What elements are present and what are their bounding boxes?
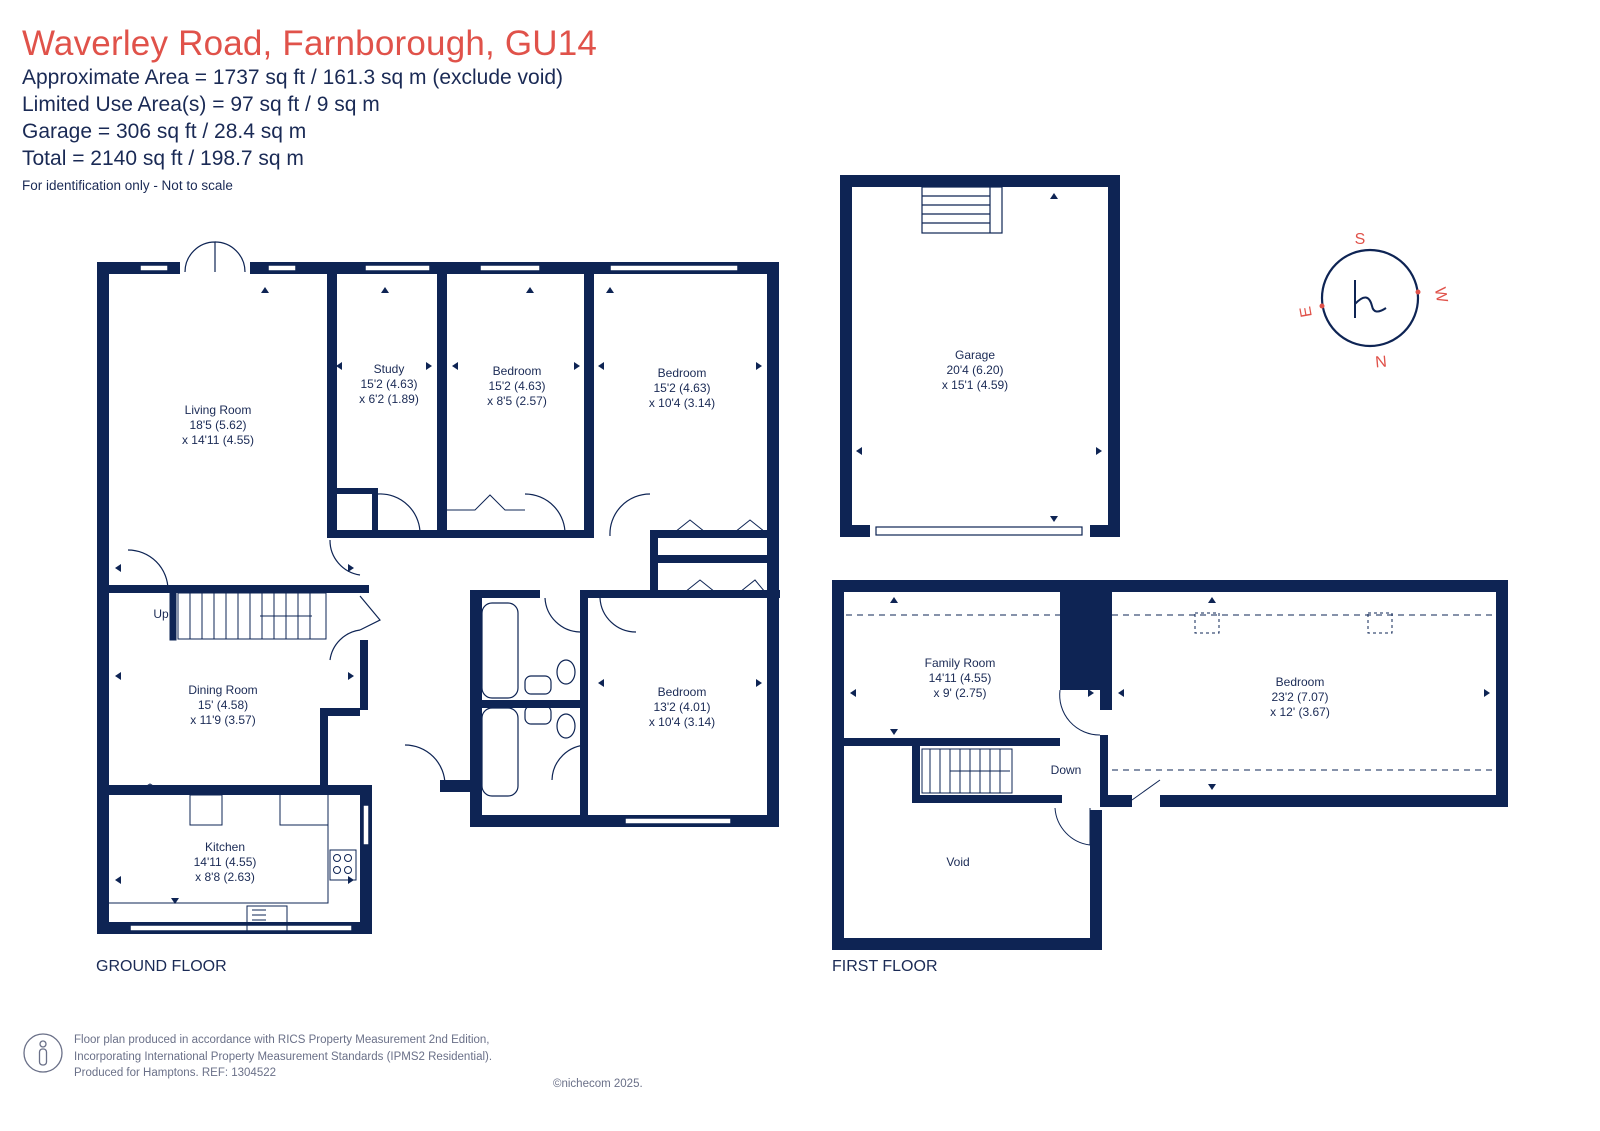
bathroom-fixtures bbox=[481, 602, 578, 797]
room-labels: Living Room 18'5 (5.62) x 14'11 (4.55) S… bbox=[153, 348, 1330, 884]
bedroom-3-label: Bedroom bbox=[658, 685, 707, 699]
garage-dim2: x 15'1 (4.59) bbox=[942, 378, 1008, 392]
approximate-area: Approximate Area = 1737 sq ft / 161.3 sq… bbox=[22, 66, 564, 89]
bedroom-2-label: Bedroom bbox=[493, 364, 542, 378]
ground-floor-walls bbox=[97, 262, 780, 934]
kitchen-units bbox=[109, 794, 357, 933]
study-label: Study bbox=[374, 362, 405, 376]
bedroom-1-label: Bedroom bbox=[658, 366, 707, 380]
dining-room-dim1: 15' (4.58) bbox=[198, 698, 248, 712]
living-room-label: Living Room bbox=[185, 403, 252, 417]
header: Waverley Road, Farnborough, GU14 Approxi… bbox=[22, 24, 597, 193]
bedroom-1-dim1: 15'2 (4.63) bbox=[654, 381, 711, 395]
family-room-dim2: x 9' (2.75) bbox=[934, 686, 987, 700]
study-dim1: 15'2 (4.63) bbox=[361, 377, 418, 391]
compass: S W E N bbox=[1297, 231, 1450, 369]
kitchen-dim1: 14'11 (4.55) bbox=[194, 855, 257, 869]
first-bedroom-label: Bedroom bbox=[1276, 675, 1325, 689]
footer-line-3: Produced for Hamptons. REF: 1304522 bbox=[74, 1067, 277, 1079]
footer: Floor plan produced in accordance with R… bbox=[22, 1032, 492, 1082]
garage-dim1: 20'4 (6.20) bbox=[947, 363, 1004, 377]
living-room-dim1: 18'5 (5.62) bbox=[190, 418, 247, 432]
property-title: Waverley Road, Farnborough, GU14 bbox=[22, 24, 598, 63]
dimension-markers-ground bbox=[115, 287, 762, 904]
bedroom-3-dim2: x 10'4 (3.14) bbox=[649, 715, 715, 729]
info-person-icon bbox=[23, 1033, 63, 1073]
copyright: ©nichecom 2025. bbox=[553, 1078, 643, 1090]
compass-east: E bbox=[1297, 305, 1316, 318]
ground-stairs bbox=[169, 585, 327, 641]
identification-note: For identification only - Not to scale bbox=[22, 178, 233, 193]
stairs-up-label: Up bbox=[153, 607, 169, 621]
footer-line-2: Incorporating International Property Mea… bbox=[74, 1050, 493, 1063]
dimension-markers-first bbox=[850, 597, 1490, 790]
family-room-dim1: 14'11 (4.55) bbox=[929, 671, 992, 685]
first-bedroom-dim1: 23'2 (7.07) bbox=[1272, 690, 1329, 704]
limited-use-area: Limited Use Area(s) = 97 sq ft / 9 sq m bbox=[22, 93, 380, 116]
bedroom-2-dim1: 15'2 (4.63) bbox=[489, 379, 546, 393]
dining-room-label: Dining Room bbox=[188, 683, 257, 697]
kitchen-dim2: x 8'8 (2.63) bbox=[195, 870, 255, 884]
total-area: Total = 2140 sq ft / 198.7 sq m bbox=[22, 147, 304, 170]
first-floor-details bbox=[846, 612, 1494, 846]
bedroom-1-dim2: x 10'4 (3.14) bbox=[649, 396, 715, 410]
garage-area: Garage = 306 sq ft / 28.4 sq m bbox=[22, 120, 307, 143]
bedroom-3-dim1: 13'2 (4.01) bbox=[654, 700, 711, 714]
compass-north: N bbox=[1374, 352, 1387, 370]
footer-line-1: Floor plan produced in accordance with R… bbox=[74, 1034, 490, 1046]
family-room-label: Family Room bbox=[925, 656, 996, 670]
first-floor-label: FIRST FLOOR bbox=[832, 958, 938, 975]
garage-door-and-stairs bbox=[875, 186, 1083, 536]
garage-walls bbox=[840, 175, 1120, 537]
wardrobes bbox=[139, 494, 766, 791]
garage-label: Garage bbox=[955, 348, 995, 362]
ground-floor-doors bbox=[127, 241, 651, 786]
compass-west: W bbox=[1431, 286, 1451, 305]
kitchen-label: Kitchen bbox=[205, 840, 245, 854]
stairs-down-label: Down bbox=[1051, 763, 1082, 777]
ground-floor-label: GROUND FLOOR bbox=[96, 958, 227, 975]
footer-text: Floor plan produced in accordance with R… bbox=[74, 1032, 492, 1082]
dimension-markers-garage bbox=[856, 193, 1102, 522]
h-logo-icon bbox=[1354, 280, 1387, 318]
dining-room-dim2: x 11'9 (3.57) bbox=[190, 713, 255, 727]
living-room-dim2: x 14'11 (4.55) bbox=[182, 433, 254, 447]
study-dim2: x 6'2 (1.89) bbox=[359, 392, 419, 406]
first-floor-walls bbox=[832, 580, 1508, 950]
first-bedroom-dim2: x 12' (3.67) bbox=[1270, 705, 1330, 719]
void-label: Void bbox=[946, 855, 969, 869]
compass-south: S bbox=[1355, 231, 1366, 248]
bedroom-2-dim2: x 8'5 (2.57) bbox=[487, 394, 547, 408]
compass-logo-icon bbox=[1320, 248, 1420, 348]
